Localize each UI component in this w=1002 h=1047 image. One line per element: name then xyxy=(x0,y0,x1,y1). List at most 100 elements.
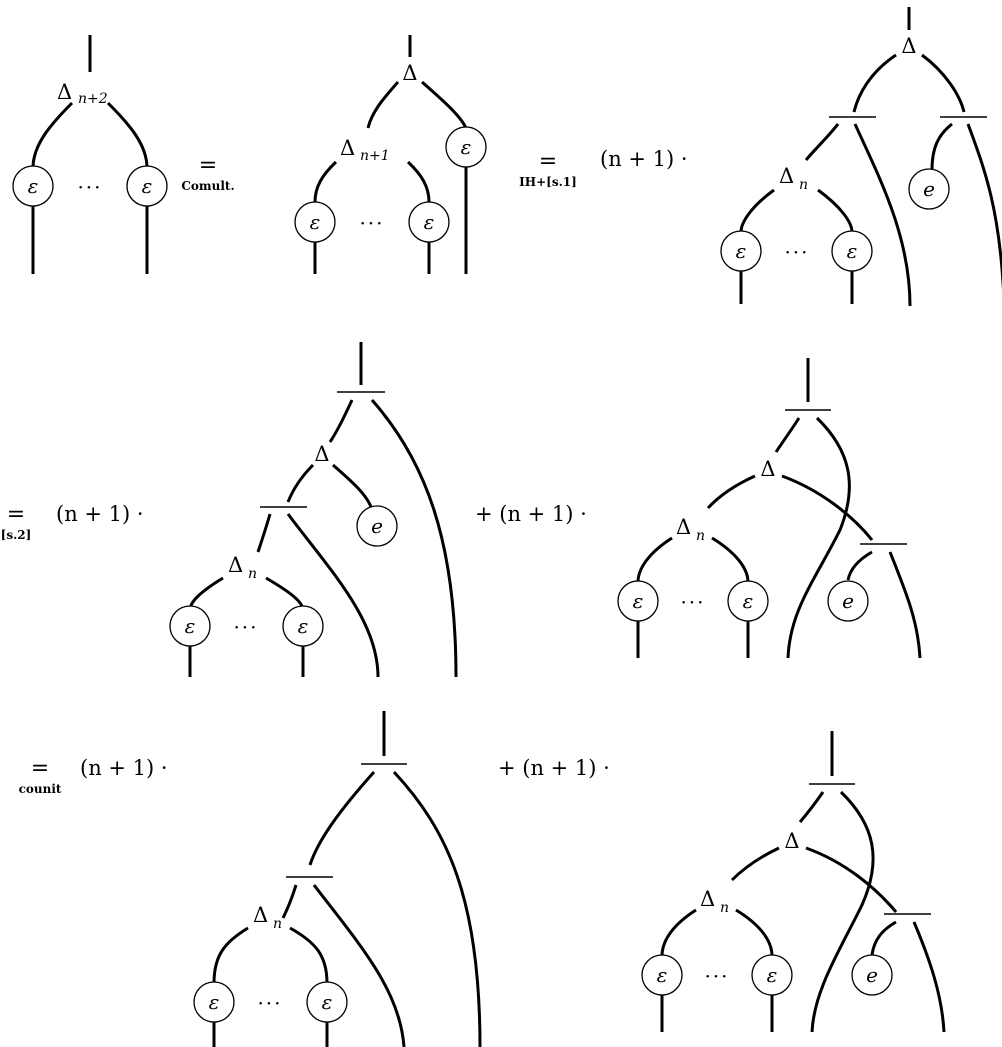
string xyxy=(739,188,775,233)
plus-term: + (n + 1) · xyxy=(498,756,610,780)
plus-term: + (n + 1) · xyxy=(475,502,587,526)
diagram-term-2-row-3: Δ e Δ n ε ε ··· xyxy=(641,731,946,1033)
diagram-term-1-row-3: Δ n ε ε ··· xyxy=(193,711,482,1047)
equals-sign: = xyxy=(7,502,25,527)
epsilon-label: ε xyxy=(298,614,309,638)
ellipsis: ··· xyxy=(233,615,258,639)
delta-subscript: n+1 xyxy=(360,148,390,164)
string xyxy=(852,53,897,113)
justification-ih-s1: IH+[s.1] xyxy=(519,175,577,189)
diagram-delta-n-plus-2: Δ n+2 ε ε ··· xyxy=(12,35,168,274)
delta-symbol: Δ xyxy=(784,829,799,853)
string xyxy=(706,474,756,510)
string xyxy=(660,908,697,957)
epsilon-label: ε xyxy=(209,990,220,1014)
coefficient: (n + 1) · xyxy=(56,502,144,526)
diagram-term-1-row-2: Δ e Δ n ε ε ··· xyxy=(169,342,458,678)
string xyxy=(313,160,338,203)
string xyxy=(188,576,224,611)
ellipsis: ··· xyxy=(77,175,102,199)
delta-subscript: n xyxy=(248,566,257,582)
string xyxy=(636,536,673,583)
unit-node xyxy=(356,505,398,547)
justification-counit: counit xyxy=(19,782,62,796)
delta-symbol: Δ xyxy=(253,903,268,927)
ellipsis: ··· xyxy=(359,211,384,235)
diagram-delta-multiplication: Δ e Δ n ε ε ··· xyxy=(720,7,1002,307)
epsilon-label: ε xyxy=(185,614,196,638)
delta-symbol: Δ xyxy=(228,553,243,577)
epsilon-label: ε xyxy=(743,589,754,613)
string xyxy=(366,81,400,129)
epsilon-label: ε xyxy=(322,990,333,1014)
coefficient: (n + 1) · xyxy=(80,756,168,780)
delta-symbol: Δ xyxy=(314,442,329,466)
delta-symbol: Δ xyxy=(57,80,72,104)
string xyxy=(286,513,380,678)
string xyxy=(888,551,922,659)
e-label: e xyxy=(866,963,878,987)
epsilon-label: ε xyxy=(28,174,39,198)
epsilon-label: ε xyxy=(736,239,747,263)
string xyxy=(289,926,329,984)
string xyxy=(212,926,249,984)
string xyxy=(912,921,946,1033)
coefficient: (n + 1) · xyxy=(600,147,688,171)
string xyxy=(308,770,376,866)
string xyxy=(853,123,912,307)
delta-subscript: n xyxy=(720,900,729,916)
string xyxy=(281,884,298,919)
equals-sign: = xyxy=(539,149,557,174)
string xyxy=(31,101,74,169)
string xyxy=(328,399,354,443)
string xyxy=(392,770,482,1047)
string xyxy=(332,463,374,511)
string xyxy=(930,122,953,171)
e-label: e xyxy=(842,589,854,613)
delta-symbol: Δ xyxy=(779,164,794,188)
string xyxy=(406,160,431,203)
string xyxy=(256,513,272,553)
string xyxy=(286,463,315,503)
string xyxy=(805,846,898,913)
string xyxy=(817,188,854,233)
epsilon-label: ε xyxy=(847,239,858,263)
e-label: e xyxy=(371,514,383,538)
equals-sign: = xyxy=(31,756,49,781)
delta-symbol: Δ xyxy=(760,457,775,481)
string xyxy=(106,101,149,169)
unit-node xyxy=(851,954,893,996)
string xyxy=(966,123,1002,291)
string xyxy=(921,53,966,113)
epsilon-label: ε xyxy=(424,210,435,234)
ellipsis: ··· xyxy=(680,590,705,614)
epsilon-label: ε xyxy=(142,174,153,198)
epsilon-label: ε xyxy=(657,963,668,987)
delta-symbol: Δ xyxy=(700,887,715,911)
epsilon-label: ε xyxy=(767,963,778,987)
ellipsis: ··· xyxy=(704,964,729,988)
unit-node xyxy=(827,580,869,622)
delta-subscript: n xyxy=(799,177,808,193)
delta-subscript: n xyxy=(696,528,705,544)
string xyxy=(312,884,406,1047)
ellipsis: ··· xyxy=(784,240,809,264)
string xyxy=(798,791,825,823)
delta-symbol: Δ xyxy=(402,61,417,85)
string xyxy=(781,474,874,541)
string xyxy=(846,550,873,581)
epsilon-label: ε xyxy=(310,210,321,234)
string xyxy=(870,920,897,956)
unit-node xyxy=(908,168,950,210)
string xyxy=(265,576,305,611)
e-label: e xyxy=(923,177,935,201)
equals-sign: = xyxy=(199,153,217,178)
string xyxy=(730,846,780,882)
delta-subscript: n+2 xyxy=(78,91,108,107)
string xyxy=(421,80,468,129)
string xyxy=(735,908,774,957)
string xyxy=(810,790,875,1033)
string xyxy=(786,416,851,659)
string xyxy=(774,417,801,453)
